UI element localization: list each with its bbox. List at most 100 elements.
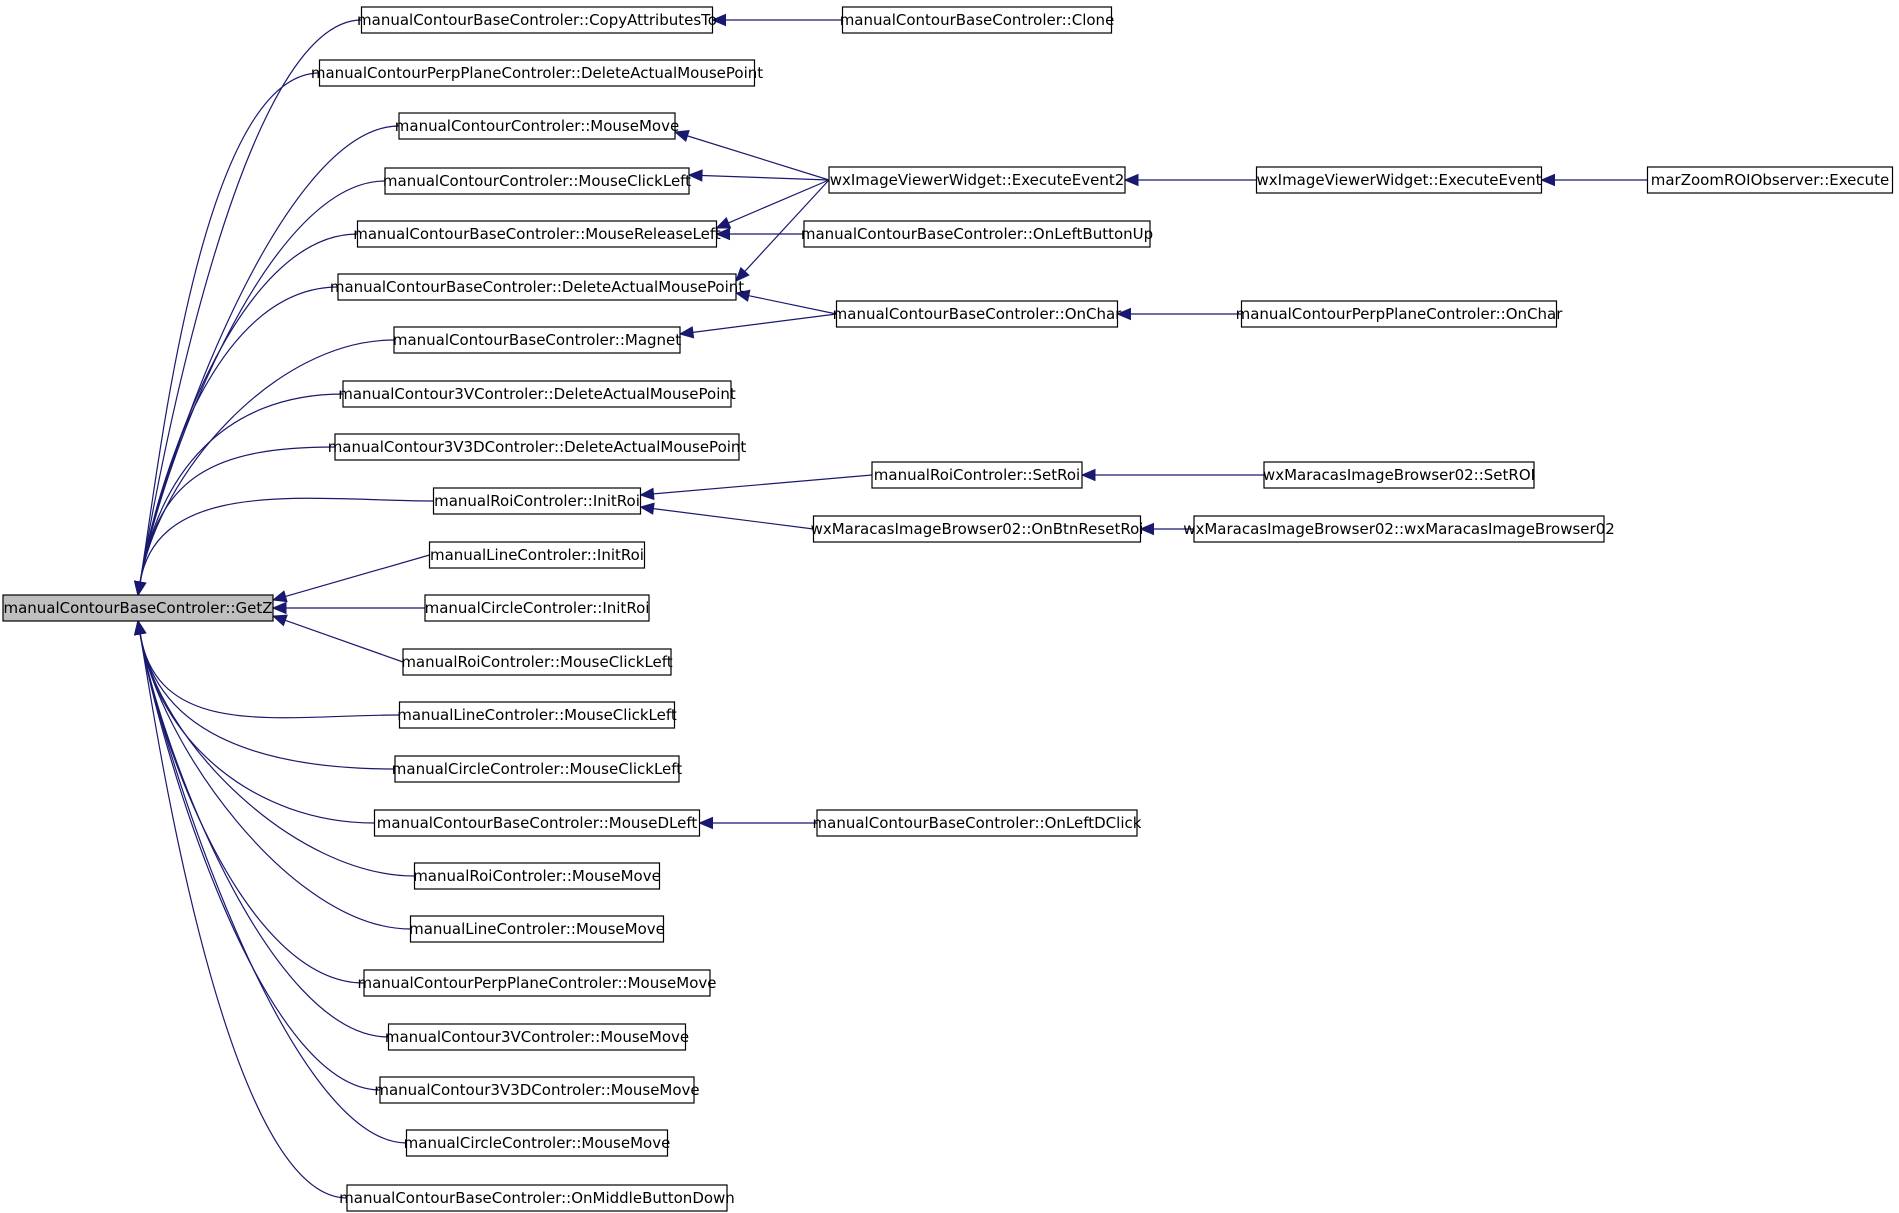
arrowhead-icon <box>1080 468 1096 482</box>
arrowhead-icon <box>134 619 147 636</box>
graph-node[interactable]: manualCircleControler::InitRoi <box>424 594 650 622</box>
graph-node[interactable]: manualLineControler::MouseMove <box>409 915 665 943</box>
graph-node[interactable]: manualLineControler::MouseClickLeft <box>397 701 677 729</box>
graph-node[interactable]: manualContourBaseControler::CopyAttribut… <box>357 6 717 34</box>
graph-edge <box>134 497 434 597</box>
edges-layer <box>134 13 1648 1199</box>
graph-edge <box>639 502 814 530</box>
graph-node[interactable]: manualCircleControler::MouseClickLeft <box>392 755 683 783</box>
arrowhead-icon <box>1139 522 1154 536</box>
graph-edge <box>134 619 400 719</box>
node-box <box>816 809 1138 837</box>
graph-node[interactable]: manualContourBaseControler::OnMiddleButt… <box>339 1184 735 1212</box>
graph-edge <box>639 474 873 501</box>
arrowhead-icon <box>639 487 655 501</box>
node-label: manualContourBaseControler::OnLeftDClick <box>813 814 1142 832</box>
edge-line <box>139 633 411 930</box>
arrowhead-icon <box>734 289 751 302</box>
graph-edge <box>711 13 843 27</box>
node-label: manualContour3VControler::MouseMove <box>385 1028 689 1046</box>
edge-line <box>139 497 434 583</box>
edge-line <box>139 339 395 583</box>
node-label: wxImageViewerWidget::ExecuteEvent <box>1257 171 1542 189</box>
node-box <box>1263 461 1535 489</box>
node-box <box>1193 515 1605 543</box>
graph-node[interactable]: wxImageViewerWidget::ExecuteEvent <box>1255 166 1543 194</box>
node-label: marZoomROIObserver::Execute <box>1651 171 1890 189</box>
graph-node[interactable]: manualContourPerpPlaneControler::DeleteA… <box>311 59 763 87</box>
edge-line <box>701 174 830 181</box>
arrowhead-icon <box>1116 307 1131 321</box>
graph-node[interactable]: wxImageViewerWidget::ExecuteEvent2 <box>828 166 1126 194</box>
graph-node[interactable]: manualContourControler::MouseClickLeft <box>383 167 691 195</box>
edge-line <box>139 446 336 583</box>
graph-node[interactable]: manualContourBaseControler::Magnet <box>393 326 681 354</box>
node-box <box>318 59 756 87</box>
node-label: manualRoiControler::MouseClickLeft <box>401 653 672 671</box>
graph-edge <box>734 289 837 315</box>
node-box <box>356 220 718 248</box>
node-box <box>803 220 1151 248</box>
graph-node[interactable]: manualContour3V3DControler::DeleteActual… <box>328 433 747 461</box>
node-box <box>1240 300 1558 328</box>
node-box <box>428 541 646 569</box>
node-label: manualContour3V3DControler::MouseMove <box>374 1081 699 1099</box>
graph-node[interactable]: manualRoiControler::MouseMove <box>413 862 661 890</box>
arrowhead-icon <box>271 614 288 627</box>
edge-line <box>139 633 407 1144</box>
node-label: manualContourBaseControler::OnMiddleButt… <box>339 1189 735 1207</box>
graph-node[interactable]: manualCircleControler::MouseMove <box>404 1129 671 1157</box>
node-label: manualContour3VControler::DeleteActualMo… <box>338 385 736 403</box>
graph-edge <box>678 313 837 339</box>
node-label: manualContour3V3DControler::DeleteActual… <box>328 438 747 456</box>
node-box <box>2 594 274 622</box>
graph-node[interactable]: manualContourBaseControler::Clone <box>840 6 1115 34</box>
graph-node[interactable]: manualRoiControler::InitRoi <box>432 487 642 515</box>
node-box <box>424 594 650 622</box>
graph-node[interactable]: manualRoiControler::MouseClickLeft <box>401 648 673 676</box>
edge-line <box>139 633 400 719</box>
graph-node[interactable]: marZoomROIObserver::Execute <box>1646 166 1894 194</box>
graph-node[interactable]: manualContourBaseControler::OnLeftButton… <box>801 220 1153 248</box>
graph-node[interactable]: manualLineControler::InitRoi <box>428 541 646 569</box>
node-label: manualContourBaseControler::MouseRelease… <box>353 225 721 243</box>
graph-node[interactable]: manualContourPerpPlaneControler::OnChar <box>1236 300 1564 328</box>
graph-node[interactable]: manualContourControler::MouseMove <box>395 112 679 140</box>
graph-edge <box>715 179 830 229</box>
node-box <box>812 515 1142 543</box>
graph-node[interactable]: wxMaracasImageBrowser02::OnBtnResetRoi <box>811 515 1144 543</box>
graph-node[interactable]: wxMaracasImageBrowser02::wxMaracasImageB… <box>1183 515 1615 543</box>
arrowhead-icon <box>134 580 147 597</box>
edge-line <box>285 619 404 663</box>
node-label: manualContourPerpPlaneControler::MouseMo… <box>358 974 717 992</box>
graph-node[interactable]: manualContourBaseControler::DeleteActual… <box>330 273 744 301</box>
arrowhead-icon <box>678 326 695 339</box>
node-box <box>363 969 711 997</box>
graph-node[interactable]: manualContour3VControler::DeleteActualMo… <box>338 380 736 408</box>
graph-node[interactable]: manualContourBaseControler::OnChar <box>833 300 1123 328</box>
graph-node[interactable]: manualContour3VControler::MouseMove <box>385 1023 689 1051</box>
graph-node[interactable]: manualContourBaseControler::OnLeftDClick <box>813 809 1142 837</box>
graph-node[interactable]: wxMaracasImageBrowser02::SetROI <box>1263 461 1535 489</box>
root-node[interactable]: manualContourBaseControler::GetZ <box>2 594 274 622</box>
graph-edge <box>1139 522 1194 536</box>
node-label: manualContourControler::MouseClickLeft <box>383 172 691 190</box>
graph-edge <box>271 554 430 603</box>
node-box <box>409 915 665 943</box>
graph-node[interactable]: manualRoiControler::SetRoi <box>871 461 1083 489</box>
edge-line <box>139 233 358 583</box>
graph-edge <box>134 125 400 597</box>
graph-node[interactable]: manualContourBaseControler::MouseRelease… <box>353 220 721 248</box>
node-label: manualLineControler::MouseMove <box>409 920 665 938</box>
graph-node[interactable]: manualContourPerpPlaneControler::MouseMo… <box>358 969 717 997</box>
graph-edge <box>134 286 339 597</box>
graph-node[interactable]: manualContourBaseControler::MouseDLeft <box>373 809 701 837</box>
node-box <box>393 326 681 354</box>
node-box <box>394 755 680 783</box>
node-label: manualContourBaseControler::OnLeftButton… <box>801 225 1153 243</box>
graph-node[interactable]: manualContour3V3DControler::MouseMove <box>374 1076 700 1104</box>
edge-line <box>139 393 344 583</box>
edge-line <box>139 633 348 1199</box>
node-box <box>360 6 714 34</box>
node-box <box>384 167 690 195</box>
